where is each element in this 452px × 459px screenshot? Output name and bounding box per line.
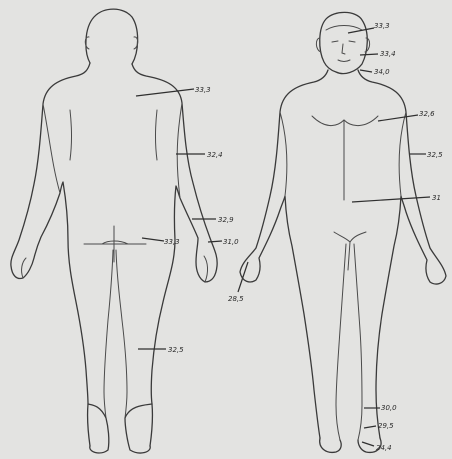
front-view-figure [240, 12, 446, 452]
temperature-label: 31,0 [223, 238, 239, 246]
leader-line [142, 238, 164, 241]
temperature-label: 24,4 [376, 444, 392, 452]
back-view-labels: 33,3 32,4 32,9 33,3 31,0 28,5 32,5 [136, 86, 248, 354]
temperature-label: 34,0 [374, 68, 390, 76]
temperature-label: 33,3 [374, 22, 390, 30]
temperature-label: 33,3 [164, 238, 180, 246]
temperature-label: 32,5 [427, 151, 443, 159]
back-view-figure [11, 9, 217, 453]
leader-line [360, 70, 372, 72]
leader-line [352, 197, 430, 202]
temperature-label: 31 [432, 194, 441, 202]
leader-line [362, 442, 374, 446]
temperature-label: 32,5 [168, 346, 184, 354]
temperature-label: 29,5 [378, 422, 394, 430]
temperature-label: 32,4 [207, 151, 223, 159]
leader-line [208, 241, 222, 242]
leader-line [360, 54, 378, 55]
temperature-label: 33,4 [380, 50, 396, 58]
leader-line [364, 426, 376, 428]
temperature-label: 28,5 [228, 295, 244, 303]
temperature-label: 32,9 [218, 216, 234, 224]
leader-line [348, 28, 374, 33]
leader-line [136, 89, 194, 96]
leader-line [378, 115, 418, 121]
leader-line [238, 262, 248, 292]
temperature-label: 30,0 [381, 404, 397, 412]
temperature-label: 33,3 [195, 86, 211, 94]
temperature-label: 32,6 [419, 110, 435, 118]
